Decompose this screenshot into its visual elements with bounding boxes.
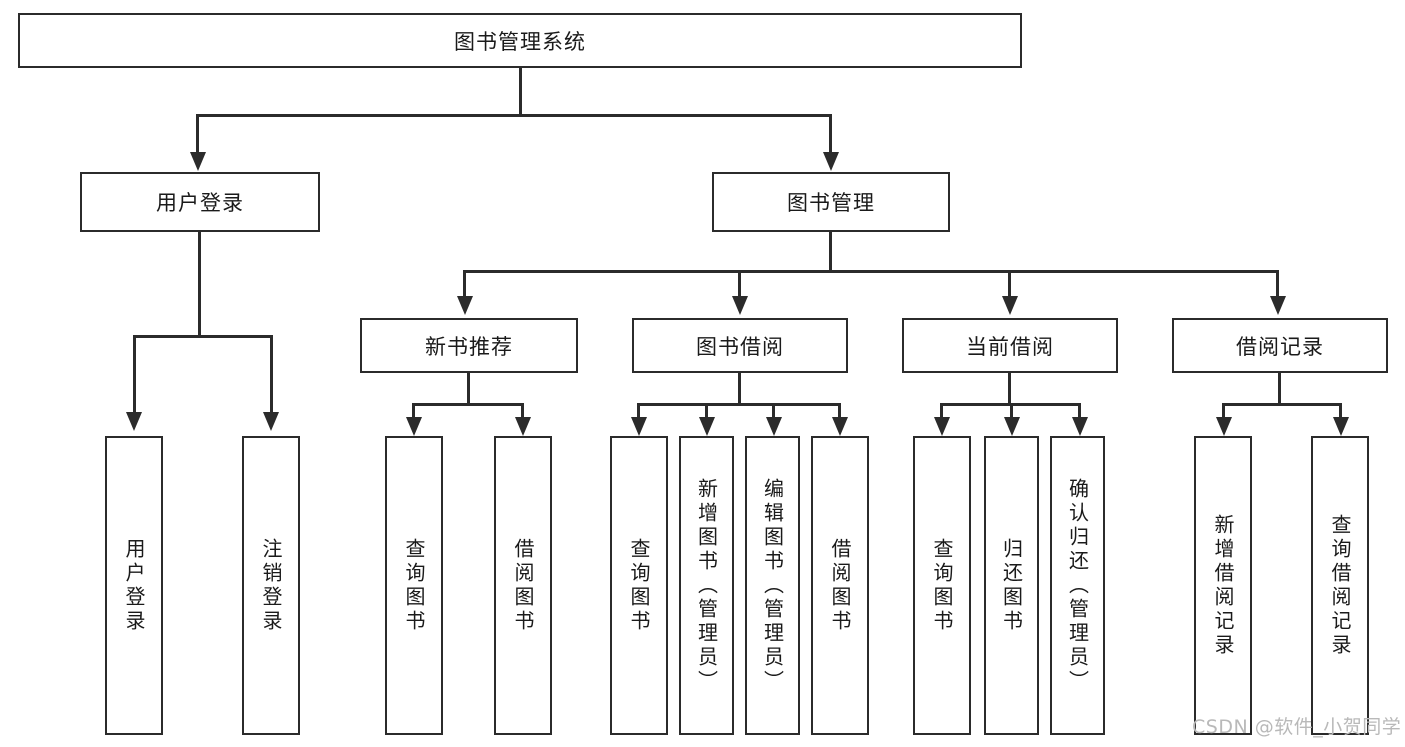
node-leaf-bb-query-book[interactable]: 查询图书 — [610, 436, 668, 735]
node-label: 用户登录 — [156, 191, 244, 215]
node-leaf-bb-add-book[interactable]: 新增图书（管理员） — [679, 436, 734, 735]
edge-br-to-add-record — [1222, 403, 1225, 420]
node-label: 注销登录 — [259, 537, 283, 634]
edge-current-borrow-stem — [1008, 373, 1011, 405]
csdn-watermark: CSDN @软件_小贺同学 — [1192, 716, 1402, 738]
node-leaf-br-add-record[interactable]: 新增借阅记录 — [1194, 436, 1252, 735]
edge-br-to-query-record — [1339, 403, 1342, 420]
node-leaf-user-login[interactable]: 用户登录 — [105, 436, 163, 735]
node-label: 查询图书 — [627, 537, 651, 634]
node-leaf-logout-login[interactable]: 注销登录 — [242, 436, 300, 735]
edge-bb-to-add-book — [705, 403, 708, 420]
arrow-cb-to-confirm-return — [1072, 417, 1088, 436]
node-label: 新增图书（管理员） — [694, 477, 719, 694]
edge-cb-to-return-book — [1010, 403, 1013, 420]
arrow-root-to-book-management — [823, 152, 839, 171]
node-book-management[interactable]: 图书管理 — [712, 172, 950, 232]
node-user-login[interactable]: 用户登录 — [80, 172, 320, 232]
node-label: 图书借阅 — [696, 334, 784, 359]
edge-borrow-record-stem — [1278, 373, 1281, 405]
arrow-bb-to-edit-book — [766, 417, 782, 436]
arrow-bm-to-book-borrow — [732, 296, 748, 315]
node-label: 新书推荐 — [425, 334, 513, 359]
node-label: 图书管理系统 — [454, 29, 586, 54]
arrow-br-to-query-record — [1333, 417, 1349, 436]
edge-user-login-bus — [133, 335, 273, 338]
edge-book-borrow-bus — [637, 403, 840, 406]
edge-book-borrow-stem — [738, 373, 741, 405]
edge-bm-to-new-book — [463, 270, 466, 298]
node-label: 编辑图书（管理员） — [760, 477, 785, 694]
node-label: 当前借阅 — [966, 334, 1054, 359]
edge-user-login-to-logout — [270, 335, 273, 415]
node-leaf-nb-borrow-book[interactable]: 借阅图书 — [494, 436, 552, 735]
edge-bb-to-query-book — [637, 403, 640, 420]
node-label: 借阅记录 — [1236, 334, 1324, 359]
edge-nb-to-query-book — [412, 403, 415, 420]
node-label: 查询借阅记录 — [1328, 513, 1352, 658]
node-leaf-bb-borrow-book[interactable]: 借阅图书 — [811, 436, 869, 735]
node-label: 新增借阅记录 — [1211, 513, 1235, 658]
arrow-bm-to-current-borrow — [1002, 296, 1018, 315]
node-leaf-bb-edit-book[interactable]: 编辑图书（管理员） — [745, 436, 800, 735]
node-label: 确认归还（管理员） — [1065, 477, 1090, 694]
edge-cb-to-confirm-return — [1078, 403, 1081, 420]
node-book-borrow[interactable]: 图书借阅 — [632, 318, 848, 373]
edge-nb-to-borrow-book — [521, 403, 524, 420]
arrow-bb-to-borrow-book — [832, 417, 848, 436]
edge-bm-to-current-borrow — [1008, 270, 1011, 298]
node-leaf-cb-confirm-return[interactable]: 确认归还（管理员） — [1050, 436, 1105, 735]
arrow-bb-to-query-book — [631, 417, 647, 436]
arrow-cb-to-query-book — [934, 417, 950, 436]
arrow-nb-to-borrow-book — [515, 417, 531, 436]
edge-user-login-to-login — [133, 335, 136, 415]
arrow-nb-to-query-book — [406, 417, 422, 436]
arrow-root-to-user-login — [190, 152, 206, 171]
node-label: 用户登录 — [122, 537, 146, 634]
node-borrow-record[interactable]: 借阅记录 — [1172, 318, 1388, 373]
edge-new-book-stem — [467, 373, 470, 405]
edge-bb-to-edit-book — [772, 403, 775, 420]
edge-root-stem — [519, 68, 522, 116]
node-label: 借阅图书 — [828, 537, 852, 634]
edge-borrow-record-bus — [1222, 403, 1342, 406]
node-label: 图书管理 — [787, 191, 875, 215]
node-root-book-management-system[interactable]: 图书管理系统 — [18, 13, 1022, 68]
node-leaf-br-query-record[interactable]: 查询借阅记录 — [1311, 436, 1369, 735]
node-label: 借阅图书 — [511, 537, 535, 634]
node-leaf-nb-query-book[interactable]: 查询图书 — [385, 436, 443, 735]
edge-new-book-bus — [412, 403, 524, 406]
node-new-book-recommend[interactable]: 新书推荐 — [360, 318, 578, 373]
edge-cb-to-query-book — [940, 403, 943, 420]
edge-user-login-stem — [198, 232, 201, 337]
edge-root-to-user-login — [196, 114, 199, 154]
node-leaf-cb-return-book[interactable]: 归还图书 — [984, 436, 1039, 735]
edge-root-to-book-management — [829, 114, 832, 154]
edge-bm-to-borrow-record — [1276, 270, 1279, 298]
arrow-bm-to-new-book — [457, 296, 473, 315]
arrow-user-login-to-login — [126, 412, 142, 431]
arrow-bb-to-add-book — [699, 417, 715, 436]
arrow-user-login-to-logout — [263, 412, 279, 431]
arrow-bm-to-borrow-record — [1270, 296, 1286, 315]
edge-bm-to-book-borrow — [738, 270, 741, 298]
edge-root-bus — [196, 114, 832, 117]
arrow-cb-to-return-book — [1004, 417, 1020, 436]
node-label: 查询图书 — [930, 537, 954, 634]
node-label: 归还图书 — [999, 537, 1024, 634]
edge-book-management-stem — [829, 232, 832, 272]
arrow-br-to-add-record — [1216, 417, 1232, 436]
edge-book-management-bus — [463, 270, 1279, 273]
node-current-borrow[interactable]: 当前借阅 — [902, 318, 1118, 373]
node-label: 查询图书 — [402, 537, 426, 634]
edge-bb-to-borrow-book — [838, 403, 841, 420]
node-leaf-cb-query-book[interactable]: 查询图书 — [913, 436, 971, 735]
